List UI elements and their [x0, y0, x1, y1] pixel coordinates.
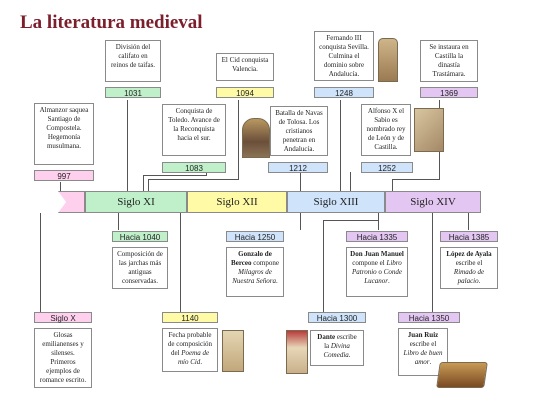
- bottom-1140-text: Fecha probable de composición del Poema …: [162, 328, 218, 372]
- poema-cid-image: [222, 330, 244, 372]
- bottom-1300-post: .: [348, 350, 351, 359]
- bottom-1140-pre: Fecha probable de composición del: [167, 331, 213, 357]
- cathedral-window-image: [242, 118, 270, 158]
- bottom-1300-text: Dante escribe la Divina Comedia.: [310, 330, 364, 366]
- event-1083-year: 1083: [162, 162, 226, 173]
- bottom-1385-work: Rimado de palacio: [453, 267, 485, 285]
- bottom-1040-label: Hacia 1040: [112, 231, 168, 242]
- bottom-1350-label: Hacia 1350: [398, 312, 460, 323]
- event-1094-text: El Cid conquista Valencia.: [216, 53, 274, 81]
- century-xiii: Siglo XIII: [287, 191, 385, 213]
- bottom-1350-post: .: [429, 357, 432, 366]
- event-1248-text: Fernando III conquista Sevilla. Culmina …: [314, 31, 374, 81]
- bottom-1300-label: Hacia 1300: [308, 312, 366, 323]
- page-title: La literatura medieval: [20, 12, 203, 33]
- event-1212-text: Batalla de Navas de Tolosa. Los cristian…: [270, 106, 328, 156]
- bottom-1250-author: Gonzalo de Berceo: [231, 250, 272, 267]
- bottom-1250-text: Gonzalo de Berceo compone Milagros de Nu…: [226, 247, 284, 297]
- bottom-1335-pre: compone el: [352, 258, 387, 267]
- century-xi: Siglo XI: [85, 191, 187, 213]
- bottom-1300-work: Divina Comedia: [323, 341, 350, 359]
- event-1031-year: 1031: [105, 87, 161, 98]
- bottom-siglo-x-label: Siglo X: [34, 312, 92, 323]
- event-1212-year: 1212: [268, 162, 328, 173]
- bottom-1140-work: Poema de mío Cid: [177, 348, 210, 366]
- giralda-tower-image: [378, 38, 398, 82]
- bottom-1335-mid: o: [376, 267, 384, 276]
- bottom-1250-post: .: [276, 276, 278, 285]
- bottom-1350-pre: escribe el: [409, 339, 437, 348]
- bottom-1385-label: Hacia 1385: [440, 231, 498, 242]
- bottom-1140-label: 1140: [162, 312, 218, 323]
- open-book-image: [436, 362, 488, 388]
- event-997-year: 997: [34, 170, 94, 181]
- manuscript-image: [414, 108, 444, 152]
- bottom-1250-work: Milagros de Nuestra Señora: [232, 267, 276, 285]
- event-1094-year: 1094: [216, 87, 274, 98]
- bottom-1040-text: Composición de las jarchas más antiguas …: [112, 247, 168, 289]
- bottom-1385-post: .: [478, 276, 481, 285]
- bottom-1385-pre: escribe el: [455, 258, 483, 267]
- century-xiv: Siglo XIV: [385, 191, 481, 213]
- timeline-start-tab: [58, 191, 85, 213]
- event-1369-year: 1369: [420, 87, 478, 98]
- bottom-1385-author: López de Ayala: [446, 250, 492, 258]
- bottom-1250-label: Hacia 1250: [226, 231, 284, 242]
- bottom-1335-work2: Conde Lucanor: [364, 267, 402, 285]
- event-1248-year: 1248: [314, 87, 374, 98]
- event-997-text: Almanzor saquea Santiago de Compostela. …: [34, 103, 94, 165]
- bottom-1350-author: Juan Ruiz: [407, 331, 439, 339]
- bottom-1300-pre: escribe la: [324, 333, 357, 350]
- bottom-1335-author: Don Juan Manuel: [350, 250, 404, 258]
- century-xii: Siglo XII: [187, 191, 287, 213]
- event-1031-text: División del califato en reinos de taifa…: [105, 40, 161, 82]
- event-1083-text: Conquista de Toledo. Avance de la Reconq…: [162, 104, 226, 156]
- bottom-1335-post: .: [387, 276, 390, 285]
- event-1369-text: Se instaura en Castilla la dinastía Tras…: [420, 40, 478, 82]
- bottom-1250-pre: compone: [251, 258, 279, 267]
- bottom-1335-text: Don Juan Manuel compone el Libro Patroni…: [346, 247, 408, 297]
- dante-image: [286, 330, 308, 374]
- bottom-1335-label: Hacia 1335: [346, 231, 408, 242]
- bottom-1385-text: López de Ayala escribe el Rimado de pala…: [440, 247, 498, 289]
- bottom-1300-author: Dante: [317, 333, 336, 341]
- bottom-1140-post: .: [200, 357, 203, 366]
- bottom-1350-work: Libro de buen amor: [403, 348, 443, 366]
- bottom-1335-work: Libro Patronio: [352, 258, 402, 276]
- bottom-siglo-x-text: Glosas emilianenses y silenses. Primeros…: [34, 328, 92, 388]
- event-1252-year: 1252: [361, 162, 413, 173]
- event-1252-text: Alfonso X el Sabio es nombrado rey de Le…: [361, 104, 411, 156]
